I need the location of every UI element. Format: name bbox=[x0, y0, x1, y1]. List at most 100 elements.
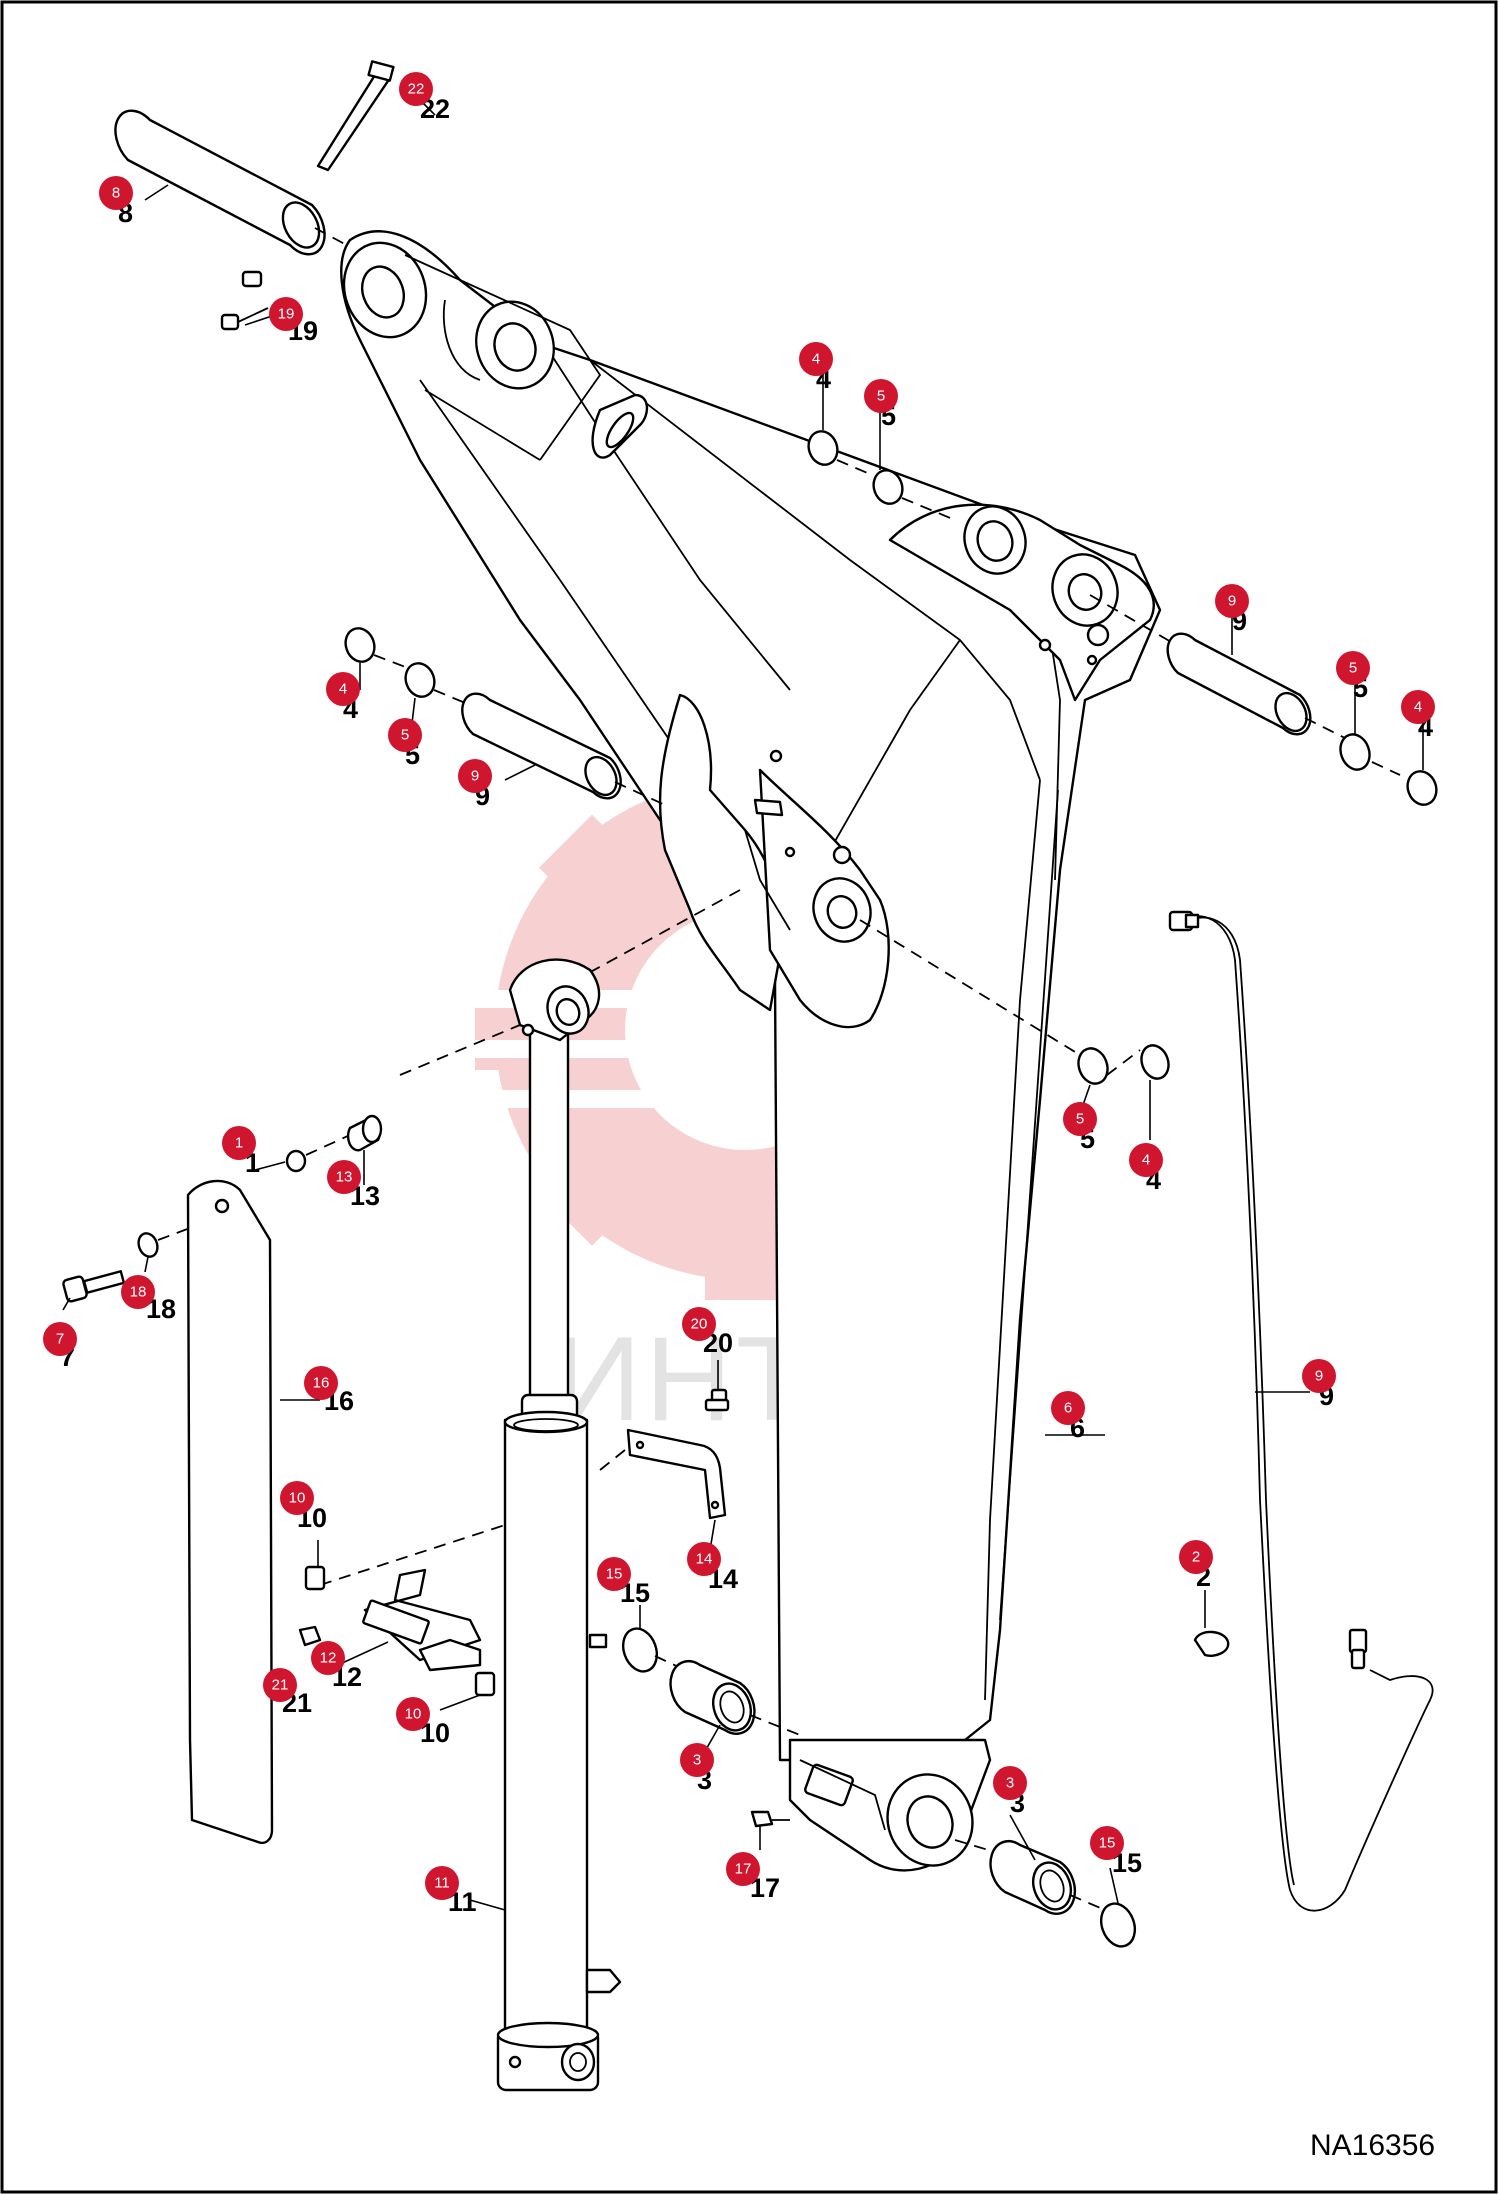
spacer-13-face bbox=[361, 1114, 383, 1144]
callout-badge-17[interactable]: 17 bbox=[726, 1852, 760, 1886]
badge-circle bbox=[687, 1542, 721, 1576]
callout-badge-10[interactable]: 10 bbox=[280, 1481, 314, 1515]
badge-number: 21 bbox=[272, 1677, 289, 1694]
badge-circle bbox=[425, 1866, 459, 1900]
callout-badge-4[interactable]: 4 bbox=[799, 342, 833, 376]
bolt-20 bbox=[704, 1388, 730, 1412]
callout-badges: 2281945954459113541872016691014152122110… bbox=[43, 72, 1435, 1900]
callout-badge-6[interactable]: 6 bbox=[1051, 1391, 1085, 1425]
badge-number: 4 bbox=[1414, 699, 1422, 716]
badge-circle bbox=[269, 297, 303, 331]
badge-number: 17 bbox=[735, 1861, 752, 1878]
badge-number: 22 bbox=[408, 81, 425, 98]
badge-number: 5 bbox=[1349, 660, 1357, 677]
badge-number: 9 bbox=[1228, 593, 1236, 610]
callout-badge-5[interactable]: 5 bbox=[1063, 1102, 1097, 1136]
pad-10-lower bbox=[474, 1671, 496, 1697]
badge-circle bbox=[43, 1322, 77, 1356]
guard-16 bbox=[186, 1179, 274, 1844]
bushing-3-right bbox=[989, 1840, 1077, 1915]
cylinder-11 bbox=[496, 958, 622, 2092]
badge-number: 10 bbox=[289, 1490, 306, 1507]
callout-badge-8[interactable]: 8 bbox=[99, 176, 133, 210]
badge-circle bbox=[327, 1160, 361, 1194]
badge-circle bbox=[1336, 651, 1370, 685]
grease-fitting-17 bbox=[750, 1810, 790, 1828]
callout-badge-13[interactable]: 13 bbox=[327, 1160, 361, 1194]
callout-badge-4[interactable]: 4 bbox=[1401, 690, 1435, 724]
callout-badge-9[interactable]: 9 bbox=[1215, 584, 1249, 618]
callout-badge-18[interactable]: 18 bbox=[121, 1275, 155, 1309]
callout-badge-5[interactable]: 5 bbox=[1336, 651, 1370, 685]
badge-circle bbox=[864, 379, 898, 413]
bracket-12 bbox=[362, 1568, 482, 1672]
callout-badge-11[interactable]: 11 bbox=[425, 1866, 459, 1900]
badge-circle bbox=[597, 1557, 631, 1591]
clip-2 bbox=[1193, 1630, 1230, 1657]
badge-circle bbox=[99, 176, 133, 210]
pad-10-upper bbox=[304, 1565, 326, 1591]
callout-badge-4[interactable]: 4 bbox=[1129, 1143, 1163, 1177]
badge-circle bbox=[311, 1641, 345, 1675]
badge-circle bbox=[280, 1481, 314, 1515]
pin-8 bbox=[114, 109, 326, 256]
callout-badge-3[interactable]: 3 bbox=[680, 1743, 714, 1777]
callout-badge-2[interactable]: 2 bbox=[1179, 1540, 1213, 1574]
badge-number: 9 bbox=[471, 768, 479, 785]
badge-number: 3 bbox=[693, 1752, 701, 1769]
snapring-4-left bbox=[344, 627, 376, 663]
bushing-3-left bbox=[669, 1660, 756, 1735]
callout-badge-15[interactable]: 15 bbox=[1090, 1826, 1124, 1860]
badge-circle bbox=[222, 1126, 256, 1160]
badge-circle bbox=[726, 1852, 760, 1886]
callout-badge-4[interactable]: 4 bbox=[326, 672, 360, 706]
pin-9-right bbox=[1166, 632, 1312, 736]
callout-badge-12[interactable]: 12 bbox=[311, 1641, 345, 1675]
badge-number: 16 bbox=[313, 1375, 330, 1392]
badge-circle bbox=[1051, 1391, 1085, 1425]
badge-circle bbox=[121, 1275, 155, 1309]
seal-15-left bbox=[621, 1627, 659, 1673]
callout-badge-19[interactable]: 19 bbox=[269, 297, 303, 331]
badge-circle bbox=[993, 1766, 1027, 1800]
callout-badge-9[interactable]: 9 bbox=[458, 759, 492, 793]
callout-badge-5[interactable]: 5 bbox=[388, 718, 422, 752]
callout-badge-20[interactable]: 20 bbox=[682, 1307, 716, 1341]
callout-badge-22[interactable]: 22 bbox=[399, 72, 433, 106]
callout-badge-1[interactable]: 1 bbox=[222, 1126, 256, 1160]
badge-circle bbox=[1063, 1102, 1097, 1136]
bolt-22 bbox=[316, 60, 395, 172]
badge-circle bbox=[388, 718, 422, 752]
callout-badge-5[interactable]: 5 bbox=[864, 379, 898, 413]
badge-circle bbox=[399, 72, 433, 106]
badge-number: 5 bbox=[401, 727, 409, 744]
bolt-7 bbox=[62, 1270, 126, 1303]
callout-badge-21[interactable]: 21 bbox=[263, 1668, 297, 1702]
callout-badge-3[interactable]: 3 bbox=[993, 1766, 1027, 1800]
badge-number: 18 bbox=[130, 1284, 147, 1301]
badge-number: 4 bbox=[339, 681, 347, 698]
badge-circle bbox=[458, 759, 492, 793]
badge-number: 9 bbox=[1315, 1368, 1323, 1385]
clamp-14 bbox=[626, 1428, 727, 1520]
callout-badge-15[interactable]: 15 bbox=[597, 1557, 631, 1591]
snapring-4-mid bbox=[1140, 1044, 1170, 1080]
badge-number: 19 bbox=[278, 306, 295, 323]
badge-number: 13 bbox=[336, 1169, 353, 1186]
diagram-code: NA16356 bbox=[1310, 2129, 1435, 2162]
badge-number: 11 bbox=[434, 1875, 450, 1892]
seal-15-right bbox=[1099, 1902, 1137, 1948]
callout-badge-9[interactable]: 9 bbox=[1302, 1359, 1336, 1393]
badge-circle bbox=[1401, 690, 1435, 724]
callout-badge-14[interactable]: 14 bbox=[687, 1542, 721, 1576]
badge-number: 1 bbox=[235, 1135, 243, 1152]
leader-lines bbox=[62, 99, 1424, 1911]
callout-badge-16[interactable]: 16 bbox=[304, 1366, 338, 1400]
callout-badge-7[interactable]: 7 bbox=[43, 1322, 77, 1356]
nut-21 bbox=[298, 1625, 322, 1647]
badge-number: 4 bbox=[1142, 1152, 1150, 1169]
callout-badge-10[interactable]: 10 bbox=[396, 1697, 430, 1731]
badge-number: 14 bbox=[696, 1551, 713, 1568]
